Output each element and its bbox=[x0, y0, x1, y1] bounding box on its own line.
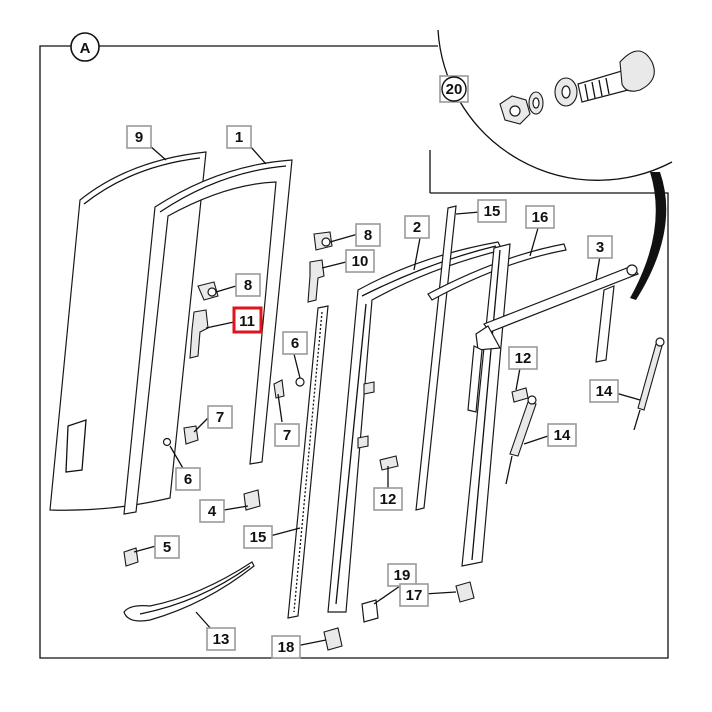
grommet-6-middle bbox=[295, 377, 305, 387]
hinge-7-middle bbox=[273, 379, 285, 399]
callout-5[interactable]: 5 bbox=[154, 535, 180, 559]
callout-15-left[interactable]: 15 bbox=[243, 525, 273, 549]
callout-8-left[interactable]: 8 bbox=[235, 273, 261, 297]
pin-12-lower bbox=[379, 455, 399, 471]
detail-circle-20 bbox=[437, 29, 673, 181]
svg-text:13: 13 bbox=[213, 631, 230, 648]
svg-text:18: 18 bbox=[278, 639, 295, 656]
gas-strut-14-middle bbox=[505, 395, 537, 485]
hinge-8-10 bbox=[307, 231, 333, 303]
svg-text:12: 12 bbox=[515, 350, 532, 367]
bolt-assembly bbox=[499, 50, 655, 125]
svg-text:5: 5 bbox=[163, 539, 171, 556]
callout-11-highlighted[interactable]: 11 bbox=[232, 306, 263, 334]
hinge-7-left bbox=[183, 425, 199, 445]
svg-text:15: 15 bbox=[484, 203, 501, 220]
seal-strip-15-right bbox=[415, 205, 457, 511]
seal-strip-15-left bbox=[287, 305, 329, 619]
glass-panel bbox=[49, 151, 207, 511]
latch-5 bbox=[123, 547, 139, 567]
bracket-17 bbox=[455, 581, 475, 603]
bracket-18 bbox=[323, 627, 343, 651]
callout-17[interactable]: 17 bbox=[399, 583, 429, 607]
detail-leader bbox=[630, 172, 667, 300]
svg-text:4: 4 bbox=[208, 503, 217, 520]
callout-20[interactable]: 20 bbox=[439, 75, 469, 103]
svg-text:11: 11 bbox=[239, 313, 255, 330]
callout-7-left[interactable]: 7 bbox=[207, 405, 233, 429]
seal-16 bbox=[427, 243, 567, 301]
callout-12-upper[interactable]: 12 bbox=[508, 346, 538, 370]
callout-6-left[interactable]: 6 bbox=[175, 467, 201, 491]
svg-text:10: 10 bbox=[352, 253, 369, 270]
svg-text:12: 12 bbox=[380, 491, 397, 508]
block-19 bbox=[361, 599, 379, 623]
callout-9[interactable]: 9 bbox=[126, 125, 152, 149]
svg-text:7: 7 bbox=[216, 409, 224, 426]
svg-text:9: 9 bbox=[135, 129, 143, 146]
callout-2[interactable]: 2 bbox=[404, 215, 430, 239]
svg-text:8: 8 bbox=[244, 277, 252, 294]
leader-lines bbox=[133, 145, 641, 647]
svg-text:16: 16 bbox=[532, 209, 549, 226]
callout-8-middle[interactable]: 8 bbox=[355, 223, 381, 247]
svg-text:14: 14 bbox=[554, 427, 571, 444]
callout-14-middle[interactable]: 14 bbox=[547, 423, 577, 447]
callout-15-right[interactable]: 15 bbox=[477, 199, 507, 223]
svg-text:7: 7 bbox=[283, 427, 291, 444]
callout-19[interactable]: 19 bbox=[387, 563, 417, 587]
callout-13[interactable]: 13 bbox=[206, 627, 236, 651]
svg-text:19: 19 bbox=[394, 567, 411, 584]
svg-text:15: 15 bbox=[250, 529, 267, 546]
handle-4 bbox=[243, 489, 261, 511]
latch-hardware-8-11 bbox=[189, 281, 219, 359]
svg-text:2: 2 bbox=[413, 219, 421, 236]
svg-text:14: 14 bbox=[596, 383, 613, 400]
svg-text:1: 1 bbox=[235, 129, 243, 146]
callout-12-lower[interactable]: 12 bbox=[373, 487, 403, 511]
seal-13 bbox=[123, 561, 255, 622]
door-frame bbox=[123, 159, 293, 515]
callout-1[interactable]: 1 bbox=[226, 125, 252, 149]
callout-14-right[interactable]: 14 bbox=[589, 379, 619, 403]
grommet-6-left bbox=[162, 437, 172, 447]
callout-16[interactable]: 16 bbox=[525, 205, 555, 229]
gas-strut-14-right bbox=[633, 337, 665, 431]
svg-text:8: 8 bbox=[364, 227, 372, 244]
svg-text:20: 20 bbox=[446, 81, 463, 98]
callout-10[interactable]: 10 bbox=[345, 249, 375, 273]
callout-4[interactable]: 4 bbox=[199, 499, 225, 523]
callout-3[interactable]: 3 bbox=[587, 235, 613, 259]
svg-text:17: 17 bbox=[406, 587, 423, 604]
svg-text:6: 6 bbox=[291, 335, 299, 352]
callout-7-middle[interactable]: 7 bbox=[274, 423, 300, 447]
callout-6-middle[interactable]: 6 bbox=[282, 331, 308, 355]
pin-12-upper bbox=[511, 387, 529, 403]
section-label-a: A bbox=[70, 32, 100, 62]
svg-text:A: A bbox=[80, 40, 91, 57]
svg-text:3: 3 bbox=[596, 239, 604, 256]
svg-text:6: 6 bbox=[184, 471, 192, 488]
callout-18[interactable]: 18 bbox=[271, 635, 301, 659]
diagram-frame bbox=[39, 45, 669, 659]
